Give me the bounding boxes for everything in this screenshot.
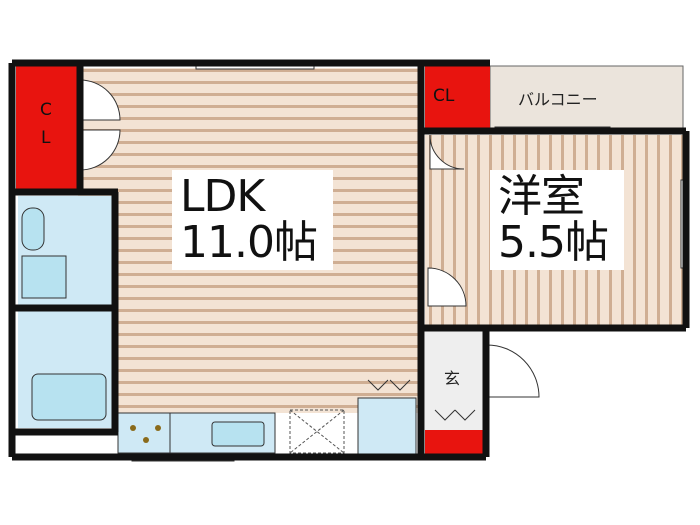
fridge-space [289, 409, 345, 454]
stove-burner-icon [143, 437, 149, 443]
left-closet [16, 66, 78, 190]
left-closet-label-c: C [40, 100, 52, 120]
ldk-room-size: 11.0帖 [180, 217, 318, 269]
wash-basin-icon [21, 255, 67, 299]
entrance-label: 玄 [444, 369, 461, 388]
toilet-icon [21, 207, 45, 251]
western-room-size: 5.5帖 [498, 217, 609, 269]
ldk-label: LDK 11.0帖 [172, 170, 333, 271]
entrance-closet [425, 430, 483, 455]
walls [8, 59, 690, 461]
closet-door-swing [79, 129, 121, 171]
ldk-room-name: LDK [180, 171, 265, 222]
sink-icon [211, 421, 265, 447]
entrance-door-swing [486, 344, 540, 398]
right-closet [425, 66, 490, 129]
western-room-name: 洋室 [498, 171, 585, 222]
closet-door-swing [429, 134, 465, 170]
balcony-label: バルコニー [518, 90, 598, 109]
ldk-floor-lower [118, 290, 418, 413]
balcony-area [489, 65, 684, 130]
western-room-label: 洋室 5.5帖 [490, 170, 624, 271]
room-door-swing [427, 267, 467, 307]
bathtub-icon [31, 373, 107, 421]
entrance-floor [425, 330, 483, 430]
storage-closet [357, 397, 417, 456]
stove-burner-icon [130, 425, 136, 431]
left-closet-label-l: L [41, 128, 51, 148]
closet-door-swing [79, 79, 121, 121]
right-closet-label: CL [433, 86, 455, 106]
stove-burner-icon [155, 425, 161, 431]
